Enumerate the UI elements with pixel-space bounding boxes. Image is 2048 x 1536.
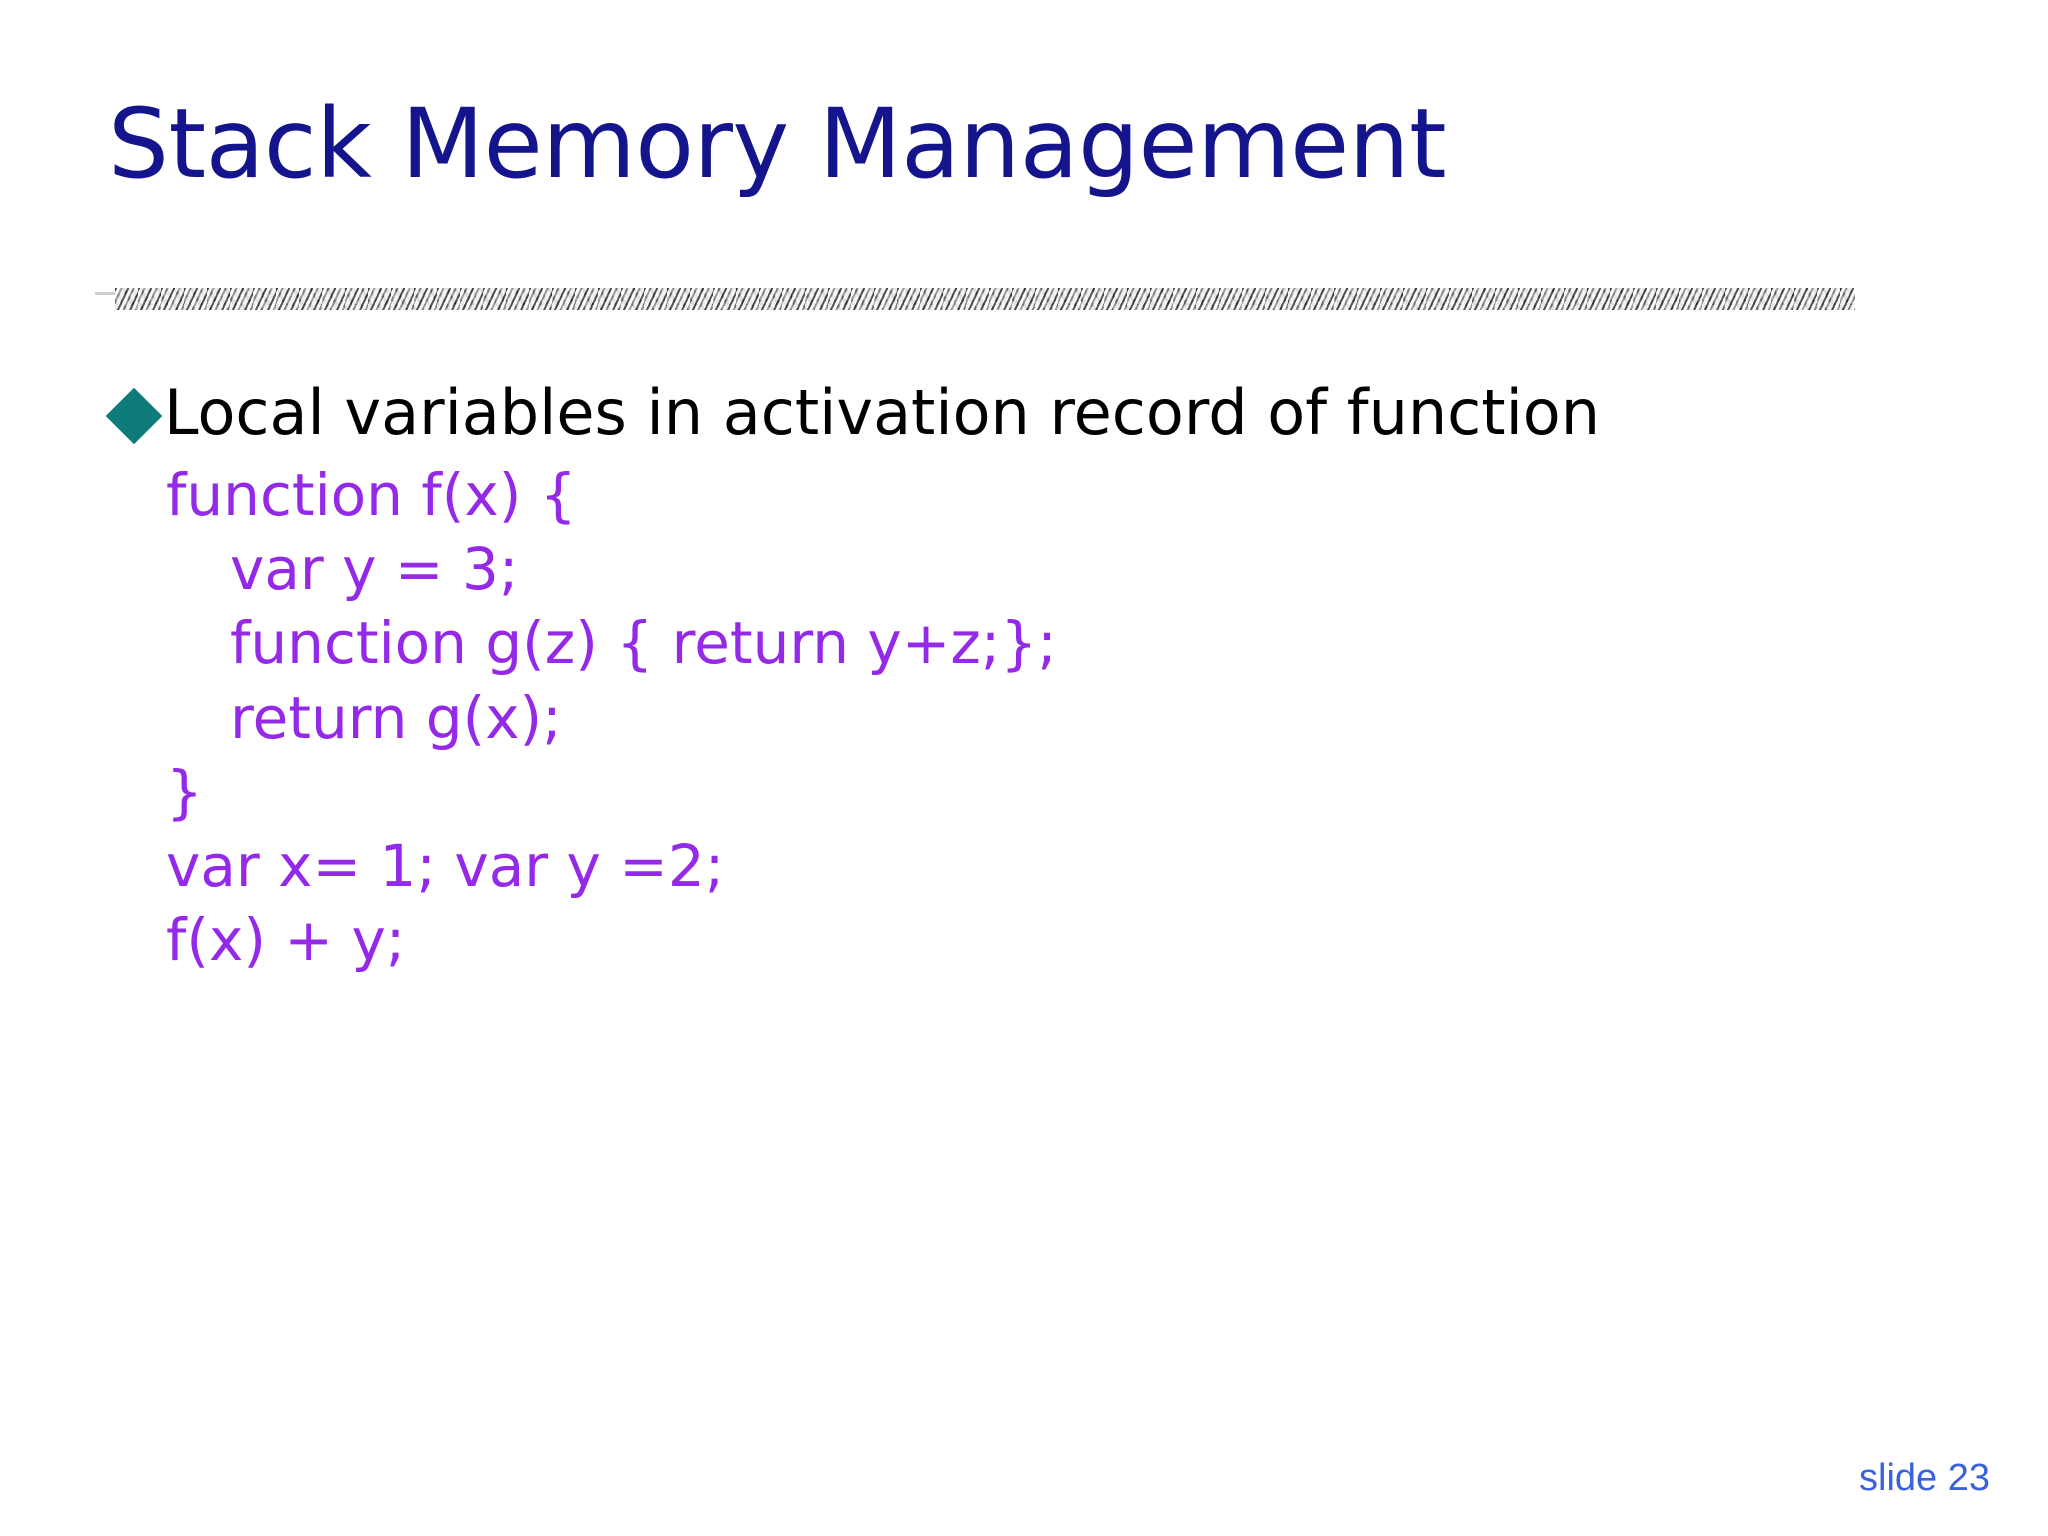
title-divider [95, 288, 1855, 314]
bullet-item-local-variables: Local variables in activation record of … [108, 382, 1958, 444]
code-listing: function f(x) { var y = 3; function g(z)… [166, 458, 1958, 978]
code-line: function f(x) { [166, 461, 577, 529]
code-line: var y = 3; [230, 535, 519, 604]
slide-body: Local variables in activation record of … [108, 382, 1958, 978]
page-title: Stack Memory Management [108, 88, 1447, 200]
title-divider-speckle-bar [115, 288, 1855, 310]
bullet-item-label: Local variables in activation record of … [164, 376, 1601, 449]
code-line: var x= 1; var y =2; [166, 832, 725, 901]
diamond-bullet-icon [108, 382, 164, 444]
code-line: } [166, 757, 203, 826]
code-line: return g(x); [230, 683, 562, 752]
code-line: f(x) + y; [166, 906, 406, 975]
slide-number: slide 23 [1859, 1457, 1990, 1499]
code-line: function g(z) { return y+z;}; [230, 609, 1057, 678]
